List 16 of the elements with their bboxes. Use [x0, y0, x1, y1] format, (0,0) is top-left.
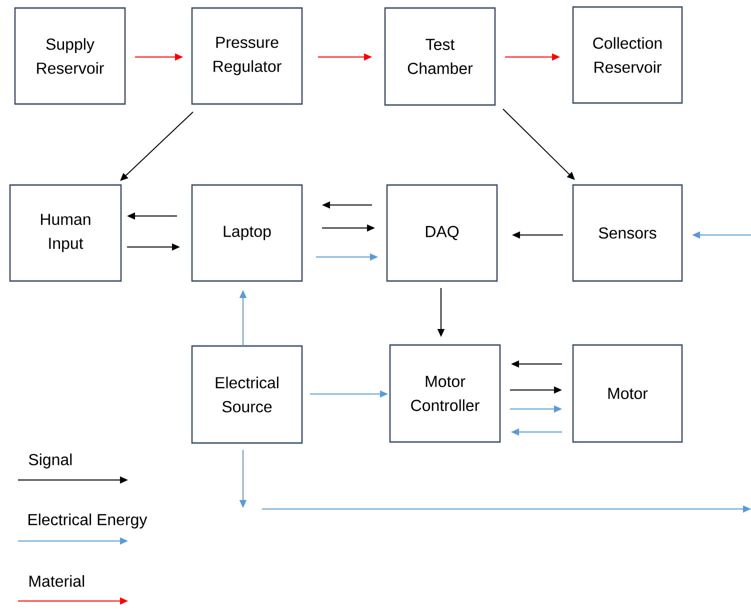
process-box: Collection Reservoir — [572, 6, 683, 104]
process-box: Motor Controller — [389, 344, 501, 443]
legend-label: Material — [30, 575, 84, 587]
process-box: Supply Reservoir — [14, 7, 126, 105]
arrow — [502, 108, 575, 180]
process-box: Pressure Regulator — [191, 7, 303, 105]
process-box: DAQ — [386, 184, 498, 282]
legend-label: Signal — [28, 454, 72, 468]
process-box: Motor — [572, 344, 683, 443]
process-box: Sensors — [572, 184, 683, 282]
process-box: Test Chamber — [384, 7, 496, 106]
process-box: Laptop — [191, 184, 303, 282]
arrow — [120, 112, 194, 181]
process-box: Human Input — [9, 184, 122, 282]
legend-label: Electrical Energy — [28, 514, 148, 528]
process-box: Electrical Source — [191, 345, 303, 444]
